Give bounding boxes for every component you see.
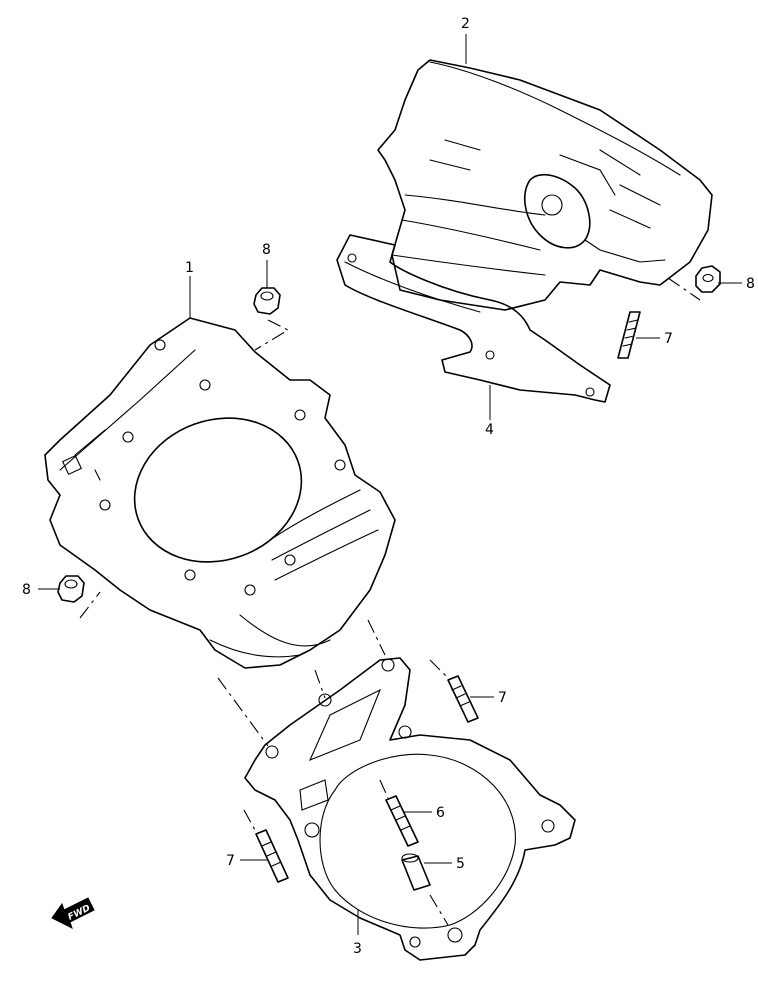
stud-bolt-upper-right [617, 311, 641, 359]
fwd-arrow-icon: FWD [51, 897, 95, 929]
flange-nut-upper [253, 287, 281, 315]
rear-cylinder [377, 59, 713, 311]
callout-5: 5 [456, 856, 465, 872]
callout-6: 6 [436, 805, 445, 821]
leader-lines [38, 34, 742, 935]
rear-base-gasket [336, 234, 611, 403]
callout-8-right: 8 [746, 276, 755, 292]
callout-1: 1 [185, 260, 194, 276]
front-base-gasket [244, 657, 576, 961]
dowel-pin [401, 853, 431, 891]
flange-nut-left [57, 575, 85, 603]
callout-2: 2 [461, 16, 470, 32]
flange-nut-right [695, 265, 721, 293]
callout-4: 4 [485, 422, 494, 438]
stud-bolt-gasket [385, 795, 419, 847]
callout-7-lower: 7 [226, 853, 235, 869]
callout-8-left: 8 [22, 582, 31, 598]
callout-7-upper: 7 [664, 331, 673, 347]
stud-bolt-middle [447, 675, 479, 723]
callout-8-upper: 8 [262, 242, 271, 258]
alignment-lines [79, 277, 701, 926]
stud-bolt-lower-left [255, 829, 289, 883]
front-cylinder [44, 317, 396, 669]
callout-7-middle: 7 [498, 690, 507, 706]
callout-3: 3 [353, 941, 362, 957]
